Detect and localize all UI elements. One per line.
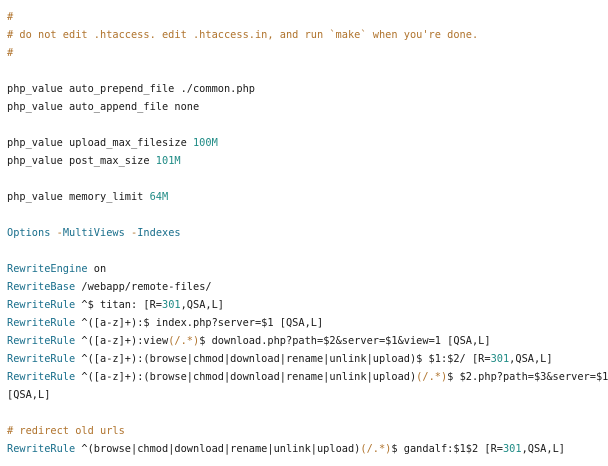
comment-token: #: [7, 11, 14, 23]
comment-token: # redirect old urls: [7, 425, 125, 437]
text-token: php_value auto_append_file none: [7, 101, 200, 113]
code-line: #: [7, 44, 600, 62]
keyword-token: RewriteBase: [7, 281, 76, 293]
text-token: ,QSA,L]: [521, 443, 565, 455]
code-line: # do not edit .htaccess. edit .htaccess.…: [7, 26, 600, 44]
text-token: ,QSA,L]: [509, 353, 553, 365]
code-line: #: [7, 8, 600, 26]
text-token: on: [87, 263, 107, 275]
code-line: php_value post_max_size 101M: [7, 152, 600, 170]
keyword-token: RewriteRule: [7, 299, 76, 311]
blank-line: [7, 116, 600, 134]
keyword-token: Indexes: [137, 227, 181, 239]
text-token: $ gandalf:$1$2 [R=: [391, 443, 503, 455]
text-token: php_value upload_max_filesize: [7, 137, 193, 149]
text-token: ^([a-z]+):(browse|chmod|download|rename|…: [75, 371, 417, 383]
text-token: ^([a-z]+):$ index.php?server=$1 [QSA,L]: [75, 317, 324, 329]
number-token: 301: [162, 299, 181, 311]
code-line: RewriteEngine on: [7, 260, 600, 278]
operator-token: -: [56, 227, 63, 239]
text-token: [QSA,L]: [7, 389, 51, 401]
code-line: php_value auto_prepend_file ./common.php: [7, 80, 600, 98]
text-token: ^$ titan: [R=: [75, 299, 162, 311]
code-line: RewriteRule ^$ titan: [R=301,QSA,L]: [7, 296, 600, 314]
code-line: [QSA,L]: [7, 386, 600, 404]
operator-token: (/.*): [168, 335, 200, 347]
code-viewer: # # do not edit .htaccess. edit .htaccess…: [7, 8, 608, 466]
operator-token: -: [131, 227, 138, 239]
number-token: 301: [490, 353, 510, 365]
code-line: # redirect old urls: [7, 422, 600, 440]
text-token: php_value auto_prepend_file ./common.php: [7, 83, 255, 95]
blank-line: [7, 242, 600, 260]
text-token: $ $2.php?path=$3&server=$1: [447, 371, 608, 383]
comment-token: #: [7, 47, 14, 59]
keyword-token: RewriteRule: [7, 353, 76, 365]
keyword-token: RewriteRule: [7, 371, 76, 383]
text-token: php_value post_max_size: [7, 155, 156, 167]
keyword-token: RewriteRule: [7, 317, 76, 329]
number-token: 100M: [192, 137, 218, 149]
code-line: Options -MultiViews -Indexes: [7, 224, 600, 242]
number-token: 64M: [149, 191, 169, 203]
keyword-token: RewriteRule: [7, 335, 76, 347]
code-line: RewriteRule ^([a-z]+):view(/.*)$ downloa…: [7, 332, 600, 350]
number-token: 301: [502, 443, 522, 455]
keyword-token: Options: [7, 227, 57, 239]
code-line: RewriteRule ^([a-z]+):$ index.php?server…: [7, 314, 600, 332]
comment-token: # do not edit .htaccess. edit .htaccess.…: [7, 29, 479, 41]
code-line: php_value upload_max_filesize 100M: [7, 134, 600, 152]
code-line: RewriteRule ^([a-z]+):(browse|chmod|down…: [7, 368, 608, 386]
text-token: php_value memory_limit: [7, 191, 150, 203]
blank-line: [7, 404, 600, 422]
keyword-token: RewriteRule: [7, 443, 76, 455]
operator-token: (/.*): [360, 443, 392, 455]
blank-line: [7, 170, 600, 188]
text-token: ^(browse|chmod|download|rename|unlink|up…: [75, 443, 361, 455]
code-line: php_value memory_limit 64M: [7, 188, 600, 206]
code-line: RewriteRule ^([a-z]+):(browse|chmod|down…: [7, 350, 600, 368]
code-line: RewriteRule ^(browse|chmod|download|rena…: [7, 440, 600, 458]
code-line: RewriteBase /webapp/remote-files/: [7, 278, 600, 296]
text-token: /webapp/remote-files/: [75, 281, 212, 293]
keyword-token: MultiViews: [62, 227, 132, 239]
text-token: $ download.php?path=$2&server=$1&view=1 …: [199, 335, 491, 347]
blank-line: [7, 206, 600, 224]
keyword-token: RewriteEngine: [7, 263, 88, 275]
blank-line: [7, 62, 600, 80]
code-line: php_value auto_append_file none: [7, 98, 600, 116]
text-token: ^([a-z]+):view: [75, 335, 169, 347]
operator-token: (/.*): [416, 371, 448, 383]
text-token: ^([a-z]+):(browse|chmod|download|rename|…: [75, 353, 491, 365]
number-token: 101M: [155, 155, 181, 167]
text-token: ,QSA,L]: [180, 299, 225, 311]
